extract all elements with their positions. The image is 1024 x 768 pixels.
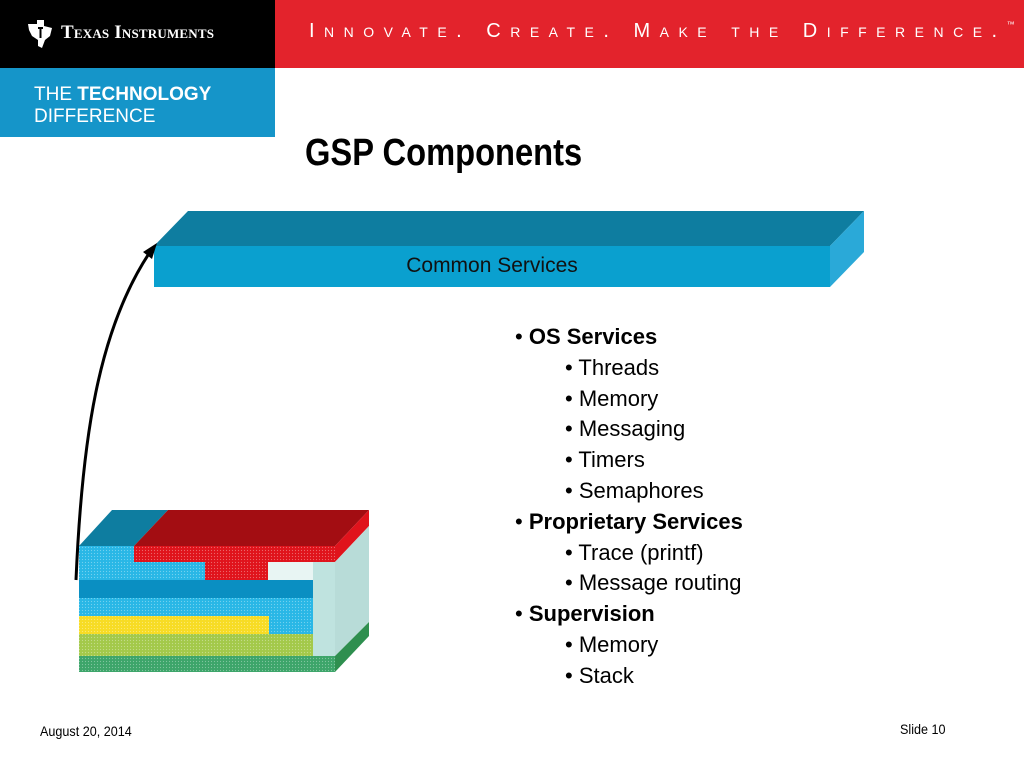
- bullet-text: Stack: [578, 662, 634, 688]
- bullet-item: • Timers: [515, 445, 743, 476]
- slide-title: GSP Components: [305, 132, 583, 174]
- bullet-item: • Memory: [515, 384, 743, 415]
- bullet-heading: • Proprietary Services: [515, 507, 743, 538]
- tagline-trademark: ™: [1006, 20, 1015, 29]
- bullet-list: • OS Services• Threads• Memory• Messagin…: [515, 322, 743, 692]
- bullet-heading: • OS Services: [515, 322, 743, 353]
- bullet-text: Memory: [578, 385, 659, 411]
- bullet-text: Trace (printf): [578, 539, 704, 565]
- bullet-text: Memory: [578, 631, 659, 657]
- bullet-item: • Threads: [515, 353, 743, 384]
- bullet-heading: • Supervision: [515, 599, 743, 630]
- technology-difference-banner: [0, 68, 275, 137]
- bullet-icon: •: [565, 416, 579, 442]
- bullet-icon: •: [565, 385, 579, 411]
- bullet-text: Messaging: [578, 416, 686, 442]
- tech-banner-line2: DIFFERENCE: [34, 106, 156, 127]
- footer-date: August 20, 2014: [40, 723, 132, 739]
- header-tagline-area: [275, 0, 1024, 68]
- tagline: Innovate. Create. Make the Difference.™: [309, 20, 1015, 43]
- footer-slide-number: Slide 10: [900, 721, 946, 737]
- bullet-item: • Messaging: [515, 414, 743, 445]
- bullet-item: • Semaphores: [515, 476, 743, 507]
- bullet-item: • Stack: [515, 661, 743, 692]
- ti-logo-icon: [28, 20, 52, 48]
- bullet-icon: •: [515, 508, 529, 534]
- bullet-icon: •: [565, 631, 579, 657]
- common-services-label: Common Services: [406, 254, 578, 277]
- common-services-block: [154, 211, 864, 287]
- bullet-item: • Message routing: [515, 568, 743, 599]
- bullet-icon: •: [565, 354, 579, 380]
- bullet-icon: •: [565, 477, 579, 503]
- connector-arrow: [74, 243, 157, 581]
- layered-stack-block: [79, 510, 369, 672]
- bullet-text: Proprietary Services: [528, 508, 743, 534]
- bullet-text: Timers: [578, 447, 645, 473]
- tech-banner-prefix: THE: [34, 84, 78, 105]
- bullet-text: Semaphores: [578, 477, 704, 503]
- ti-logo-text: Texas Instruments: [61, 22, 215, 43]
- tagline-text: Innovate. Create. Make the Difference.: [309, 20, 1007, 42]
- bullet-item: • Trace (printf): [515, 538, 743, 569]
- bullet-icon: •: [565, 447, 579, 473]
- tech-banner-bold: TECHNOLOGY: [77, 84, 212, 105]
- bullet-text: Message routing: [578, 570, 742, 596]
- bullet-text: OS Services: [528, 324, 658, 349]
- bullet-icon: •: [565, 539, 579, 565]
- bullet-icon: •: [565, 570, 579, 596]
- bullet-text: Threads: [578, 354, 660, 380]
- bullet-icon: •: [515, 601, 529, 627]
- tech-banner-line1: THE TECHNOLOGY: [34, 84, 211, 106]
- bullet-icon: •: [515, 324, 529, 349]
- bullet-item: • Memory: [515, 630, 743, 661]
- bullet-icon: •: [565, 662, 579, 688]
- bullet-text: Supervision: [528, 601, 655, 627]
